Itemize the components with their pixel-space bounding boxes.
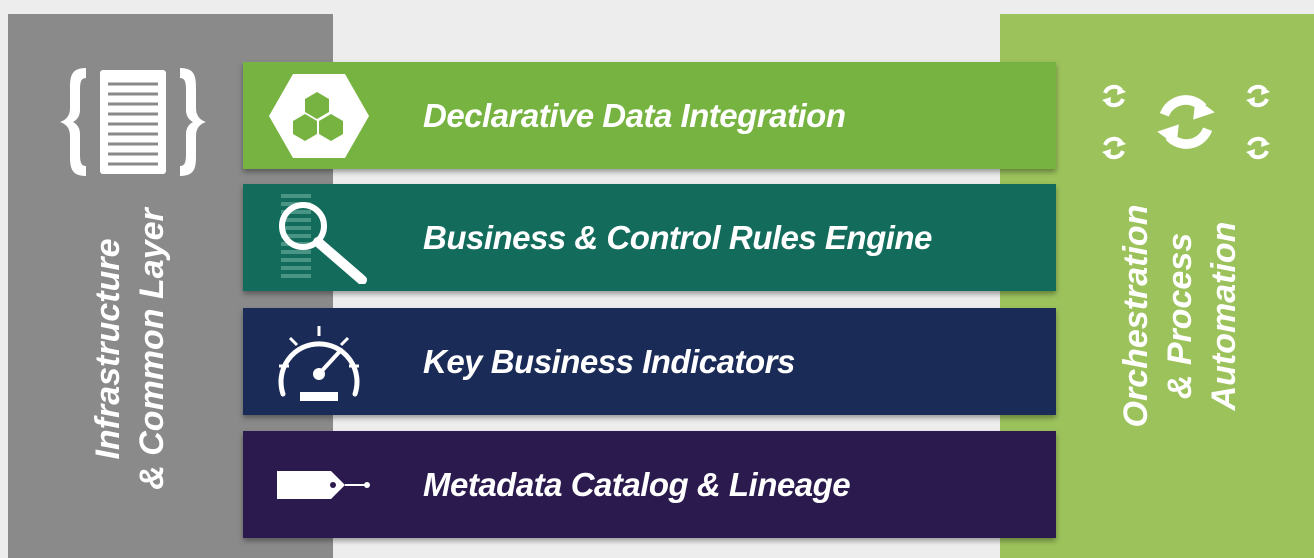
key-business-indicators-band: Key Business Indicators bbox=[243, 308, 1056, 415]
refresh-cycle-icon bbox=[1100, 84, 1272, 160]
orchestration-label: Orchestration & Process Automation bbox=[1114, 205, 1246, 428]
speedometer-icon bbox=[278, 326, 360, 401]
metadata-catalog-band: Metadata Catalog & Lineage bbox=[243, 431, 1056, 538]
orchestration-label-line-1: Orchestration bbox=[1117, 204, 1155, 428]
hexagon-cluster-icon bbox=[269, 74, 369, 158]
braced-document-icon bbox=[60, 68, 206, 176]
band-label: Business & Control Rules Engine bbox=[423, 219, 932, 256]
business-rules-engine-band: Business & Control Rules Engine bbox=[243, 184, 1056, 291]
infrastructure-label: Infrastructure & Common Layer bbox=[86, 208, 174, 490]
magnifier-icon bbox=[279, 194, 367, 284]
orchestration-label-line-2: & Process bbox=[1161, 232, 1199, 400]
infrastructure-label-line-2: & Common Layer bbox=[133, 208, 171, 490]
tag-icon bbox=[277, 471, 370, 499]
orchestration-label-line-3: Automation bbox=[1205, 221, 1243, 411]
band-label: Key Business Indicators bbox=[423, 343, 795, 380]
band-label: Declarative Data Integration bbox=[423, 97, 846, 134]
declarative-data-integration-band: Declarative Data Integration bbox=[243, 62, 1056, 169]
band-label: Metadata Catalog & Lineage bbox=[423, 466, 851, 503]
infrastructure-label-line-1: Infrastructure bbox=[89, 238, 127, 460]
